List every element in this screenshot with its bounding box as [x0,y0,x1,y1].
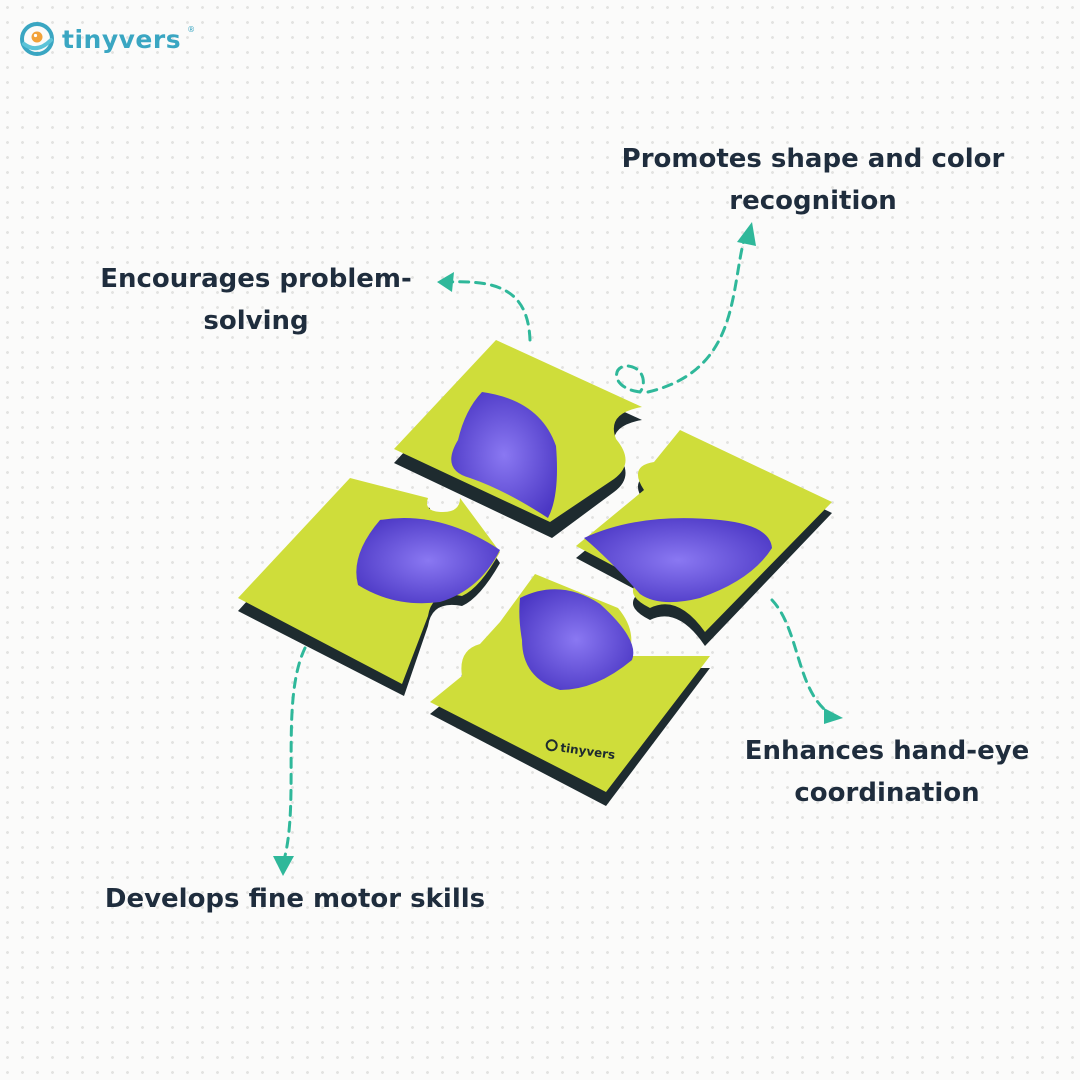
puzzle-piece-left [238,478,500,696]
puzzle-piece-top [394,340,642,538]
arrowhead-shape-color [737,222,756,246]
arrow-to-problem-solving [446,280,532,342]
puzzle-piece-right [576,430,832,646]
feature-hand-eye: Enhances hand-eye coordination [744,736,1030,808]
feature-problem-solving: Encourages problem-solving [100,264,412,336]
arrow-to-motor-skills [282,646,307,862]
feature-shape-color: Promotes shape and color recognition [621,144,1005,216]
arrow-to-shape-color [646,234,747,394]
arrowhead-motor-skills [273,856,294,876]
tinyvers-logo-icon [20,22,54,56]
butterfly-wing-bottom [519,589,634,690]
butterfly-wing-left [356,518,500,604]
arrowhead-hand-eye [824,708,843,724]
arrow-to-hand-eye [770,598,832,716]
arrowhead-problem-solving [437,272,454,292]
puzzle-piece-bottom [430,574,710,806]
butterfly-wing-right [584,518,772,603]
tinyvers-logo: tinyvers ® [18,20,195,58]
logo-text: tinyvers [62,24,182,54]
arrow-loop [615,364,645,394]
registered-mark: ® [187,24,196,34]
butterfly-wing-top [451,392,557,518]
feature-motor-skills: Develops fine motor skills [104,884,486,914]
